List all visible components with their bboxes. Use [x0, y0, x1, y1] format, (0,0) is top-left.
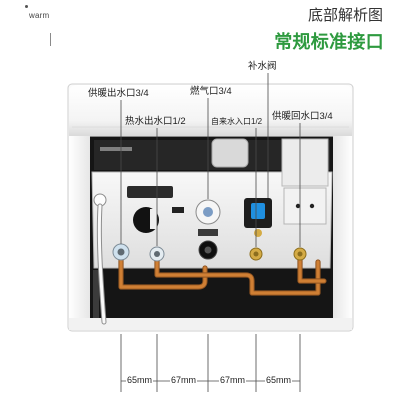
callout-leader-lines — [120, 73, 301, 247]
power-cable-core — [97, 204, 106, 324]
copper-pipes — [118, 257, 327, 296]
refill-valve-nut — [254, 229, 262, 237]
callout-refill-valve: 补水阀 — [248, 61, 277, 72]
refill-valve-knob — [251, 203, 265, 219]
connector-cold-water-inlet-bore — [253, 251, 259, 257]
gas-valve-tag — [198, 229, 218, 236]
connector-gas-inlet-bore — [204, 246, 212, 254]
fan-motor — [211, 138, 249, 168]
brand-name: warm — [29, 11, 50, 20]
page-title: 底部解析图 — [307, 7, 383, 24]
component-plate — [91, 138, 333, 269]
dimension-label-4: 65mm — [265, 375, 293, 385]
pipe-b — [155, 259, 320, 295]
switch-screw-left — [295, 203, 301, 209]
small-tag — [172, 207, 184, 213]
vent-slot — [127, 186, 173, 198]
callout-heating-return: 供暖回水口3/4 — [272, 111, 333, 122]
flue-insert — [150, 209, 157, 229]
shell-left-side — [69, 136, 90, 330]
switch-panel — [283, 187, 327, 225]
callout-gas-inlet: 燃气口3/4 — [190, 86, 232, 97]
pipe-c — [298, 258, 326, 283]
dimension-label-1: 65mm — [126, 375, 154, 385]
connector-hot-water-outlet-bore — [154, 251, 160, 257]
brand-dot — [25, 5, 28, 8]
callout-hot-water-outlet: 热水出水口1/2 — [125, 116, 186, 127]
upper-right-module — [281, 138, 329, 187]
pipe-a — [119, 258, 207, 289]
callout-heating-outlet: 供暖出水口3/4 — [88, 88, 149, 99]
page-subtitle: 常规标准接口 — [274, 32, 384, 52]
side-rule — [50, 33, 51, 46]
shell-right-side — [333, 136, 352, 330]
switch-screw-right — [309, 203, 315, 209]
shell-top-cover — [69, 85, 352, 136]
dimension-label-2: 67mm — [170, 375, 198, 385]
lower-left-strut — [93, 270, 99, 318]
callout-cold-water-inlet: 自来水入口1/2 — [211, 117, 263, 126]
gas-valve-core — [203, 207, 213, 217]
connectors — [112, 240, 307, 262]
connector-heating-outlet-bore — [117, 248, 125, 256]
upper-bracket — [100, 147, 132, 151]
power-cable — [96, 203, 107, 325]
shell-bottom-rim — [69, 318, 352, 330]
dimension-label-3: 67mm — [219, 375, 247, 385]
connector-heating-return-bore — [297, 251, 303, 257]
